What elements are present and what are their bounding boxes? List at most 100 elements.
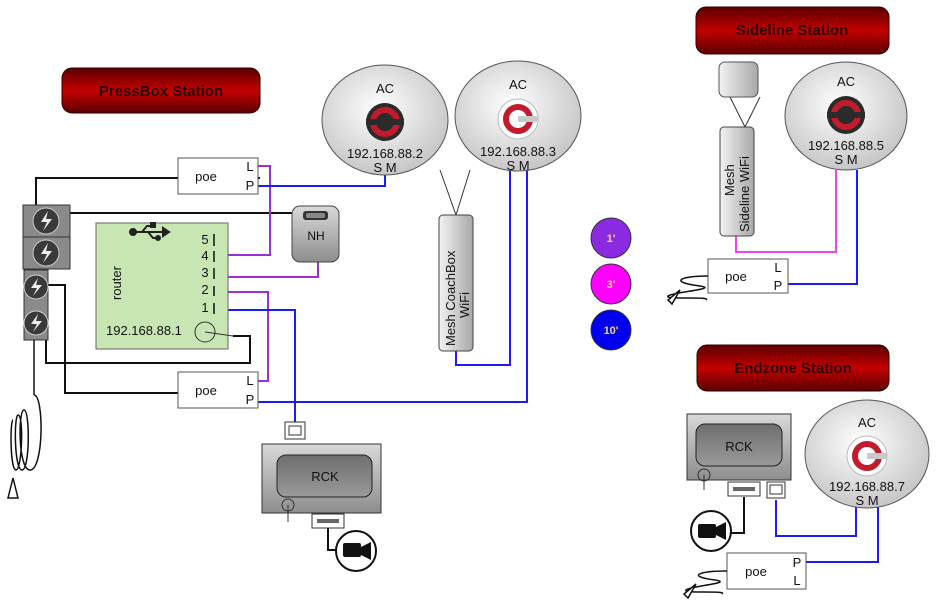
poe-port-l: L	[793, 573, 800, 588]
rck-label: RCK	[311, 469, 339, 484]
antenna-line	[439, 169, 471, 216]
router-port-4: 4	[201, 248, 208, 263]
poe-injector-top: poe L P	[177, 157, 259, 195]
hdmi-port-icon	[311, 513, 345, 529]
ac-ip: 192.168.88.3	[480, 144, 556, 159]
mesh-coachbox-line1: Mesh CoachBox	[443, 250, 458, 346]
antenna-line	[729, 96, 761, 128]
ac-logo-icon	[827, 96, 865, 134]
poe-injector-endzone: poe P L	[726, 552, 807, 590]
rck-unit-pressbox: RCK	[261, 421, 382, 529]
router-label: router	[109, 265, 124, 300]
access-point-1: AC 192.168.88.2 S M	[321, 64, 449, 176]
pressbox-title: PressBox Station	[99, 83, 223, 100]
poe-injector-bottom: poe L P	[177, 371, 259, 409]
legend-item-3ft: 3'	[590, 263, 632, 305]
access-point-endzone: AC 192.168.88.7 S M	[804, 399, 930, 509]
ac-ports: S M	[506, 158, 529, 173]
ethernet-cable-10ft	[775, 500, 857, 537]
power-cord-coil-icon	[682, 570, 728, 600]
endzone-title: Endzone Station	[734, 360, 852, 377]
ac-label: AC	[858, 415, 876, 430]
power-cable	[45, 325, 251, 364]
router-port-3: 3	[201, 265, 208, 280]
ac-ports: S M	[855, 493, 878, 508]
ac-logo-icon	[497, 98, 539, 140]
sideline-title-banner: Sideline Station	[695, 6, 890, 55]
mesh-sideline-line1: Mesh	[722, 164, 737, 196]
router-ip: 192.168.88.1	[106, 323, 182, 338]
legend: 1' 3' 10'	[590, 217, 632, 351]
camera-icon	[690, 510, 732, 552]
poe-port-p: P	[246, 392, 255, 407]
poe-label: poe	[195, 169, 217, 184]
endzone-title-banner: Endzone Station	[696, 344, 890, 392]
poe-port-p: P	[246, 178, 255, 193]
ethernet-cable-10ft	[806, 505, 879, 563]
power-outlet-icon	[23, 310, 49, 336]
ac-ports: S M	[834, 152, 857, 167]
ac-ip: 192.168.88.2	[347, 146, 423, 161]
sideline-title: Sideline Station	[736, 22, 849, 39]
poe-label: poe	[195, 383, 217, 398]
network-hub-nh: NH	[291, 205, 340, 263]
legend-label: 10'	[604, 325, 619, 337]
power-strip	[22, 204, 71, 341]
legend-item-10ft: 10'	[590, 309, 632, 351]
power-cord-coil-icon	[7, 340, 42, 499]
poe-port-l: L	[246, 159, 253, 174]
mesh-coachbox-wifi: Mesh CoachBox WiFi	[438, 214, 474, 352]
access-point-sideline: AC 192.168.88.5 S M	[784, 61, 908, 171]
ethernet-port-icon	[284, 421, 306, 440]
cables	[25, 96, 879, 563]
ac-ip: 192.168.88.5	[808, 138, 884, 153]
mesh-sideline-line2: Sideline WiFi	[737, 156, 752, 232]
patch-cable-3ft	[735, 170, 837, 253]
antenna-icon	[697, 468, 711, 490]
antenna-icon	[281, 498, 295, 522]
poe-injector-sideline: poe L P	[707, 258, 789, 294]
sideline-antenna-icon	[718, 61, 759, 98]
poe-port-l: L	[246, 373, 253, 388]
legend-label: 1'	[607, 233, 616, 245]
patch-cable-1ft	[228, 291, 269, 382]
ac-logo-icon	[846, 435, 888, 477]
power-outlet-icon	[32, 239, 60, 267]
poe-port-p: P	[774, 278, 783, 293]
mesh-sideline-wifi: Mesh Sideline WiFi	[719, 126, 755, 237]
camera-icon	[335, 530, 377, 572]
poe-port-p: P	[793, 555, 802, 570]
ac-label: AC	[837, 74, 855, 89]
rck-label: RCK	[725, 439, 753, 454]
patch-cable-1ft	[228, 262, 319, 278]
ethernet-cable-10ft	[228, 309, 296, 422]
usb-icon	[129, 222, 171, 241]
pressbox-title-banner: PressBox Station	[61, 67, 261, 114]
rck-unit-endzone: RCK	[686, 413, 792, 499]
ac-label: AC	[376, 81, 394, 96]
ethernet-cable-10ft	[258, 170, 528, 403]
poe-label: poe	[725, 269, 747, 284]
power-cord-coil-icon	[666, 275, 709, 306]
legend-label: 3'	[607, 279, 616, 291]
power-outlet-icon	[23, 274, 49, 300]
mesh-coachbox-line2: WiFi	[457, 292, 472, 318]
access-point-2: AC 192.168.88.3 S M	[454, 60, 582, 173]
router-port-2: 2	[201, 282, 208, 297]
poe-port-l: L	[774, 260, 781, 275]
hdmi-port-icon	[727, 481, 761, 497]
nh-label: NH	[307, 229, 324, 243]
ac-logo-icon	[366, 103, 404, 141]
router: 5 4 3 2 1 router 192.168.88.1	[95, 222, 234, 350]
patch-cable-1ft	[228, 165, 271, 256]
ethernet-cable-10ft	[788, 170, 858, 285]
router-port-5: 5	[201, 232, 208, 247]
ethernet-port-icon	[766, 481, 786, 499]
ac-ip: 192.168.88.7	[829, 479, 905, 494]
router-port-1: 1	[201, 300, 208, 315]
power-outlet-icon	[32, 207, 60, 235]
ac-ports: S M	[373, 160, 396, 175]
reset-button-icon	[194, 321, 234, 343]
legend-item-1ft: 1'	[590, 217, 632, 259]
